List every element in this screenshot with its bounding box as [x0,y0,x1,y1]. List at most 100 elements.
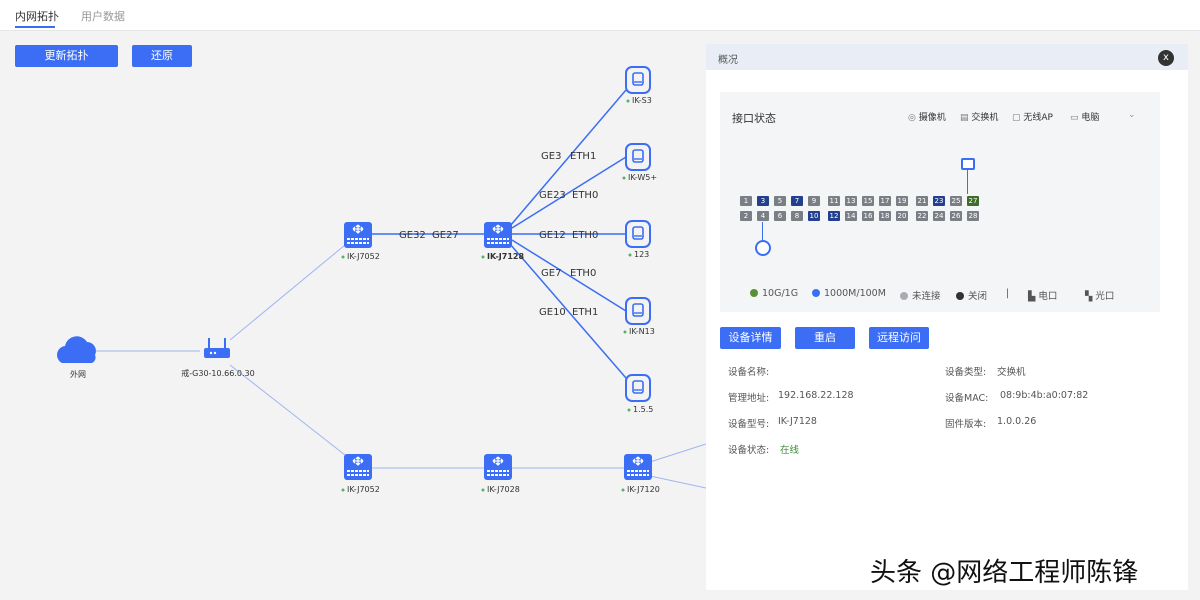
firmware-value: 1.0.0.26 [997,416,1037,427]
port-15[interactable]: 15 [862,196,874,206]
port-14[interactable]: 14 [845,211,857,221]
port-9[interactable]: 9 [808,196,820,206]
connector-line [762,222,763,240]
switch-node-j7028[interactable]: IK-J7028 [481,453,520,494]
port-7[interactable]: 7 [791,196,803,206]
top-tab-bar: 内网拓扑 用户数据 [0,0,1200,31]
restore-button[interactable]: 还原 [132,45,192,67]
port-27[interactable]: 27 [967,196,979,206]
cloud-node[interactable]: 外网 [57,336,96,379]
online-dot-icon [623,330,627,334]
switch-label: IK-J7120 [627,485,660,494]
switch-node-j7052-top[interactable]: IK-J7052 [341,221,380,261]
port-6[interactable]: 6 [774,211,786,221]
device-label: IK-N13 [629,327,655,336]
switch-label: IK-J7052 [347,252,380,261]
switch-node-j7052-bottom[interactable]: IK-J7052 [341,453,380,494]
link-label-eth1-a: ETH1 [570,151,596,162]
legend-pc[interactable]: ▭ 电脑 [1070,110,1099,123]
legend-pc-label: 电脑 [1081,113,1100,123]
legend-switch[interactable]: ▤ 交换机 [960,110,998,123]
tab-user-data[interactable]: 用户数据 [81,10,125,23]
legend-1000m-label: 1000M/100M [824,288,886,299]
device-status-value: 在线 [780,445,800,456]
port-23[interactable]: 23 [933,196,945,206]
topology-canvas: GE32 GE27 GE3 ETH1 GE23 ETH0 GE12 ETH0 G… [57,66,706,494]
port-20[interactable]: 20 [896,211,908,221]
router-node[interactable]: 戒-G30-10.66.0.30 [181,338,255,378]
device-label: 123 [634,250,649,259]
remote-access-button[interactable]: 远程访问 [869,327,929,349]
ap-icon: ▢ [1012,113,1021,123]
close-icon[interactable]: x [1158,50,1174,66]
device-node-123[interactable]: 123 [625,220,651,259]
port-11[interactable]: 11 [828,196,840,206]
optical-port-icon: ▚ [1085,291,1093,302]
port-25[interactable]: 25 [950,196,962,206]
link-j7128-s3 [509,89,627,227]
switch-icon [483,221,513,249]
port-10[interactable]: 10 [808,211,820,221]
green-dot-icon [750,289,758,297]
gray-dot-icon [900,292,908,300]
device-type-label: 设备类型: [945,367,987,378]
port-22[interactable]: 22 [916,211,928,221]
legend-10g: 10G/1G [750,288,798,299]
online-dot-icon [481,255,485,259]
online-dot-icon [341,255,345,259]
legend-switch-label: 交换机 [971,113,999,123]
port-26[interactable]: 26 [950,211,962,221]
port-12[interactable]: 12 [828,211,840,221]
device-node-w5[interactable]: IK-W5+ [622,143,658,182]
port-5[interactable]: 5 [774,196,786,206]
port-3[interactable]: 3 [757,196,769,206]
port-1[interactable]: 1 [740,196,752,206]
legend-camera[interactable]: ◎ 摄像机 [908,110,946,123]
port-17[interactable]: 17 [879,196,891,206]
device-node-s3[interactable]: IK-S3 [625,66,652,105]
legend-separator: | [1006,288,1010,299]
ap-icon [625,297,651,325]
port-18[interactable]: 18 [879,211,891,221]
watermark: 头条 @网络工程师陈锋 [870,558,1139,588]
switch-node-j7120[interactable]: IK-J7120 [621,453,660,494]
blue-dot-icon [812,289,820,297]
ap-icon [625,66,651,94]
port-2[interactable]: 2 [740,211,752,221]
device-model-value: IK-J7128 [778,416,817,427]
device-node-n13[interactable]: IK-N13 [623,297,655,336]
port-19[interactable]: 19 [896,196,908,206]
switch-node-j7128[interactable]: IK-J7128 [481,221,525,261]
online-dot-icon [481,488,485,492]
link-label-eth0-c: ETH0 [570,268,596,279]
computer-icon: ▭ [1070,113,1079,123]
port-4[interactable]: 4 [757,211,769,221]
port-28[interactable]: 28 [967,211,979,221]
link-label-ge12: GE12 [539,230,566,241]
legend-ap[interactable]: ▢ 无线AP [1012,110,1053,123]
cloud-label: 外网 [70,369,86,379]
port-16[interactable]: 16 [862,211,874,221]
online-dot-icon [627,408,631,412]
router-icon [204,338,230,358]
reboot-button[interactable]: 重启 [795,327,855,349]
legend-10g-label: 10G/1G [762,288,799,299]
link-j7120-out-2 [649,475,706,489]
connector-line [967,170,968,194]
link-label-ge32: GE32 [399,230,426,241]
port-24[interactable]: 24 [933,211,945,221]
port-status-box: 接口状态 ◎ 摄像机 ▤ 交换机 ▢ 无线AP ▭ 电脑 ⌄ 1 3 5 7 9… [720,92,1160,312]
chevron-down-icon[interactable]: ⌄ [1128,110,1136,120]
legend-ap-label: 无线AP [1023,113,1053,123]
device-type-value: 交换机 [997,367,1026,378]
switch-icon [961,158,975,170]
port-8[interactable]: 8 [791,211,803,221]
device-node-155[interactable]: 1.5.5 [625,374,653,414]
legend-optical: ▚ 光口 [1085,288,1114,302]
device-details-button[interactable]: 设备详情 [720,327,781,349]
port-21[interactable]: 21 [916,196,928,206]
port-13[interactable]: 13 [845,196,857,206]
tab-intranet-topology[interactable]: 内网拓扑 [15,10,59,23]
port-status-title: 接口状态 [732,112,776,125]
update-topology-button[interactable]: 更新拓扑 [15,45,118,67]
